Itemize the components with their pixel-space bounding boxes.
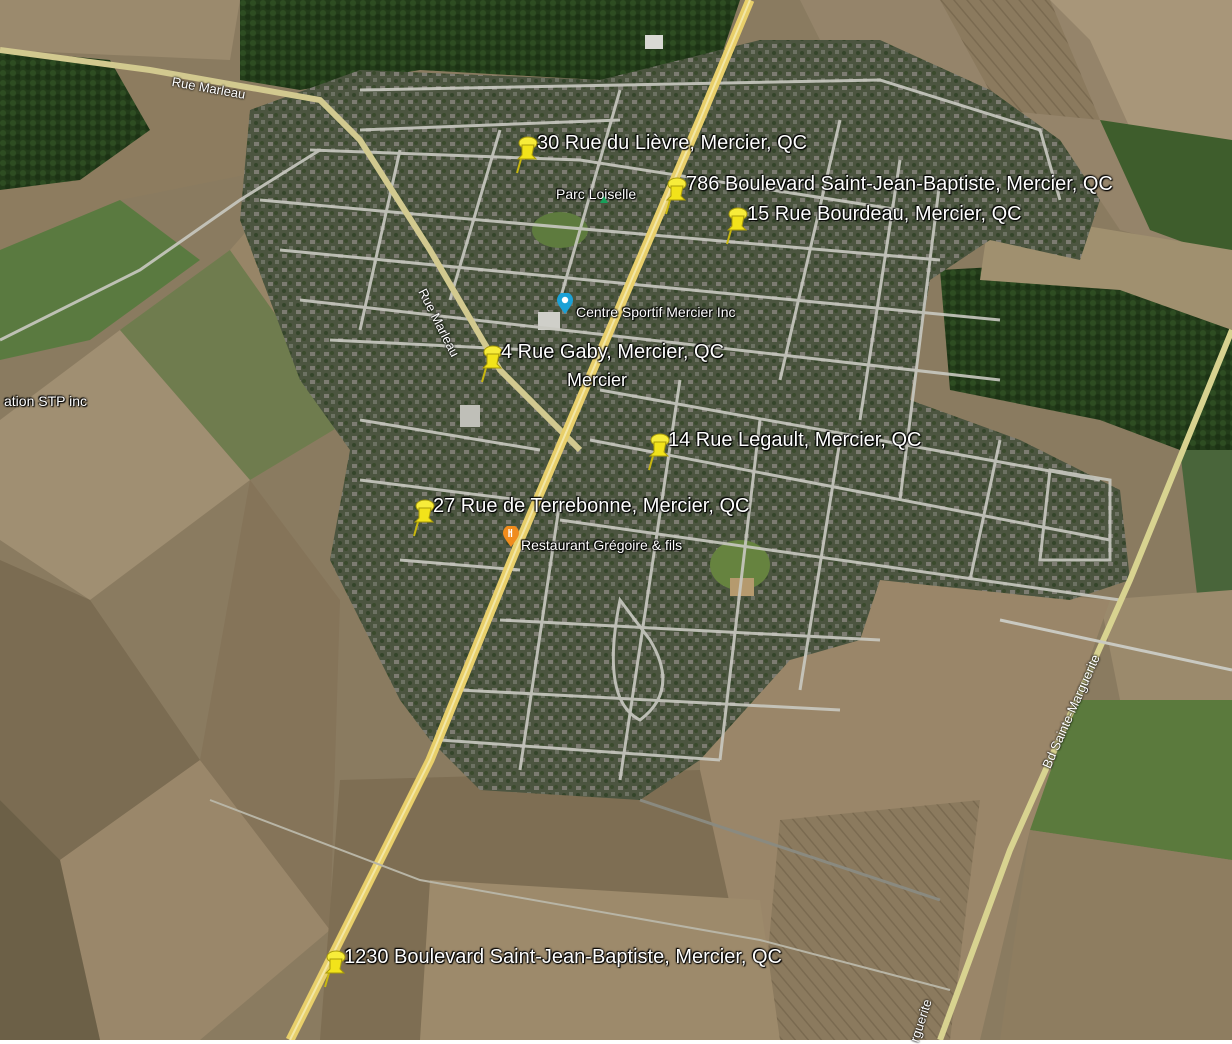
placemark-pin-icon[interactable] [322, 949, 348, 989]
poi-label-business-stp: ation STP inc [4, 393, 88, 409]
placemark-pin-icon[interactable] [724, 206, 750, 246]
placemark-label-1230-boulevard: 1230 Boulevard Saint-Jean-Baptiste, Merc… [344, 946, 782, 968]
poi-label-restaurant-gregoire: Restaurant Grégoire & fils [521, 537, 683, 553]
placemark-label-30-rue-du-lievre: 30 Rue du Lièvre, Mercier, QC [537, 132, 808, 154]
placemark-pin-icon[interactable] [514, 135, 540, 175]
park-tree-icon [600, 196, 608, 203]
town-label-mercier: Mercier [567, 370, 628, 390]
restaurant-marker-icon[interactable] [502, 526, 520, 548]
placemark-label-14-rue-legault: 14 Rue Legault, Mercier, QC [668, 429, 922, 451]
placemark-label-4-rue-gaby: 4 Rue Gaby, Mercier, QC [501, 341, 725, 363]
placemark-pin-icon[interactable] [411, 498, 437, 538]
placemark-label-786-boulevard: 786 Boulevard Saint-Jean-Baptiste, Merci… [686, 173, 1113, 195]
sports-center-marker-icon[interactable] [556, 293, 574, 315]
placemark-pin-icon[interactable] [479, 344, 505, 384]
poi-label-parc-loiselle: Parc Loiselle [556, 186, 637, 202]
placemark-label-15-rue-bourdeau: 15 Rue Bourdeau, Mercier, QC [747, 203, 1022, 225]
placemark-pin-icon[interactable] [646, 432, 672, 472]
placemark-pin-icon[interactable] [663, 176, 689, 216]
placemark-label-27-rue-de-terrebonne: 27 Rue de Terrebonne, Mercier, QC [433, 495, 750, 517]
poi-label-centre-sportif: Centre Sportif Mercier Inc [576, 304, 736, 320]
